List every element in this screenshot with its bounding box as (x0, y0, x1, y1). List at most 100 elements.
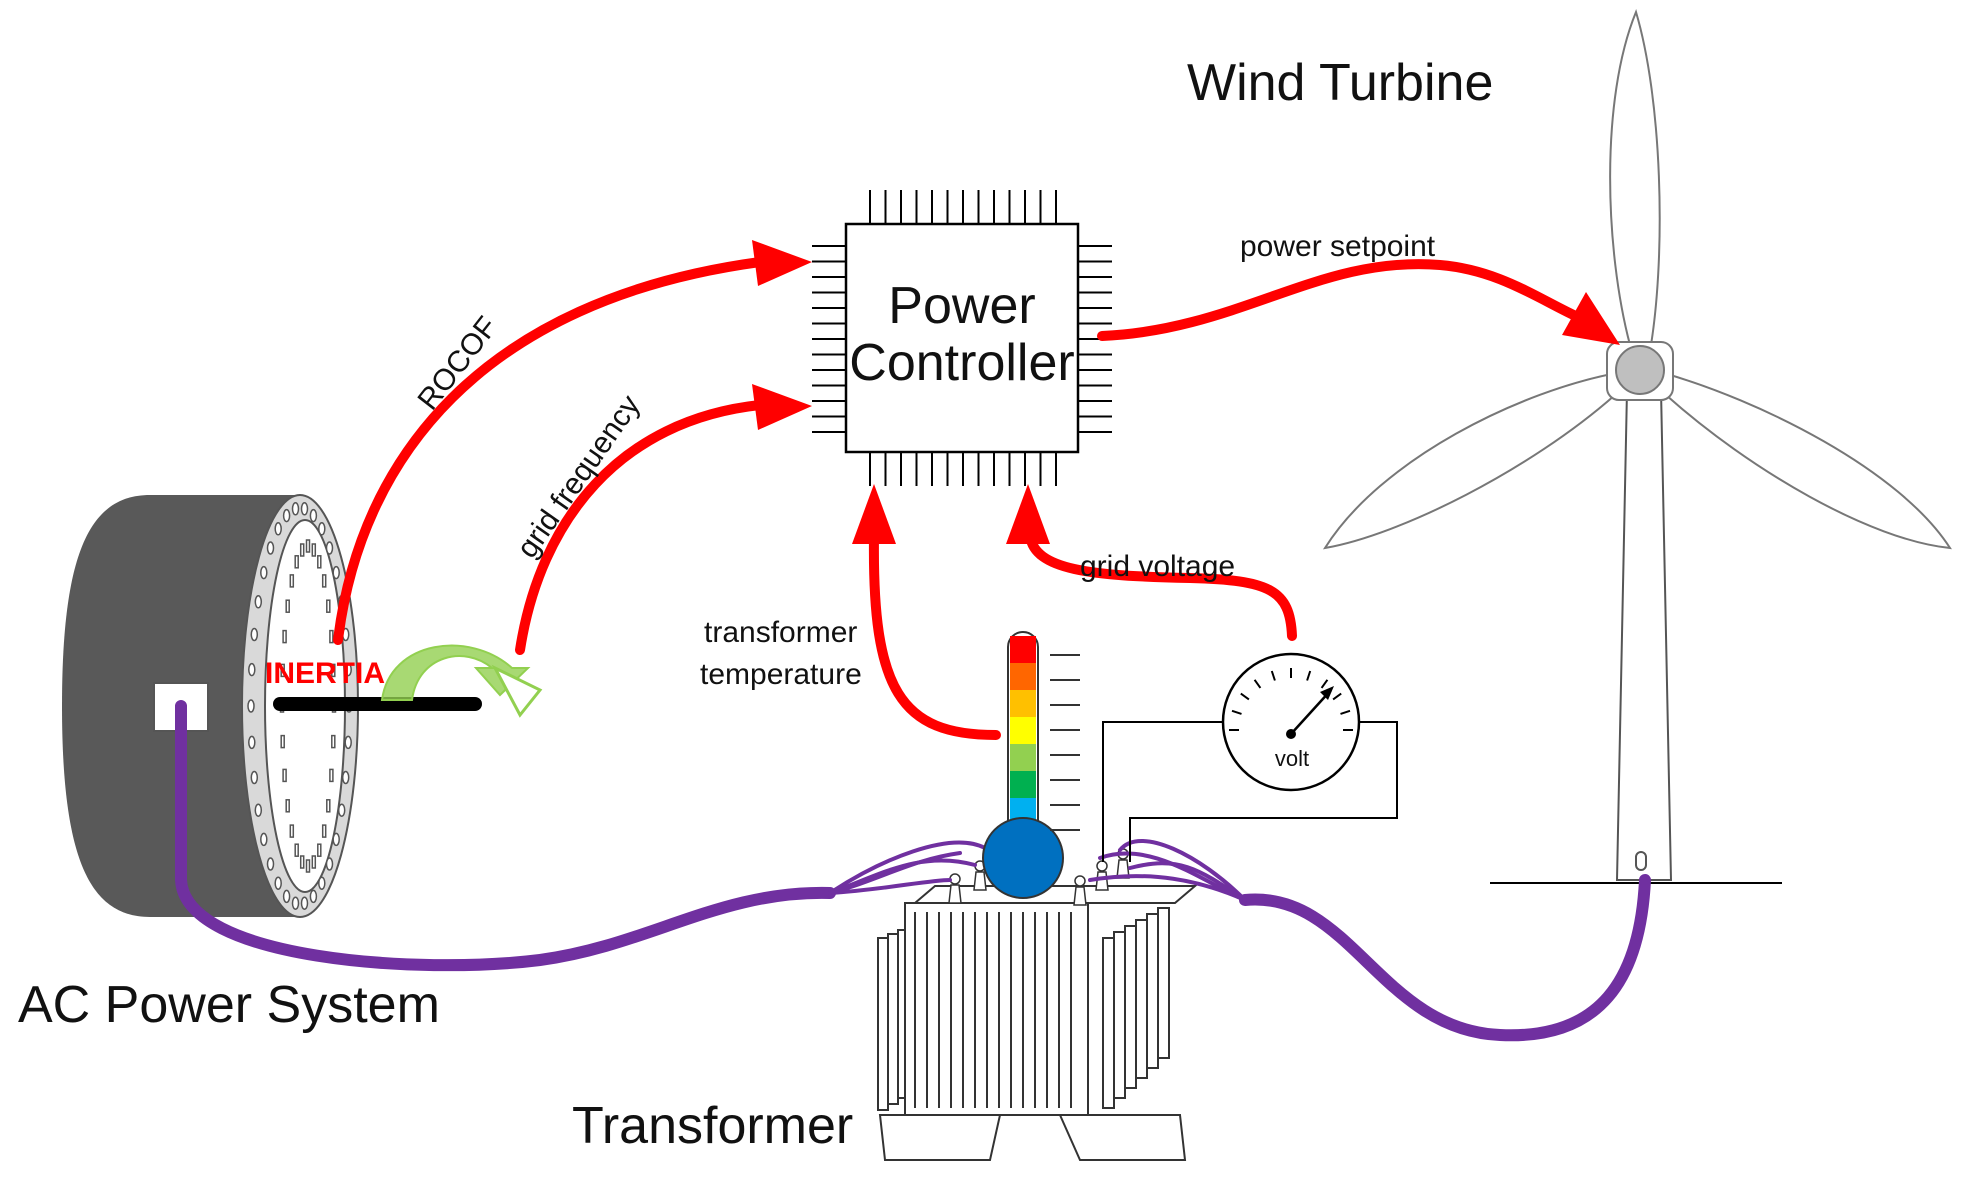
bolt-hole (344, 735, 352, 750)
voltmeter-needle-tip (1320, 686, 1334, 700)
cooling-fin (877, 937, 889, 1111)
inertia-label: INERTIA (265, 657, 385, 690)
thermo-band (1010, 717, 1036, 744)
bolt-hole (247, 699, 255, 713)
grid-frequency-label: grid frequency (511, 389, 647, 564)
bushing (1073, 886, 1087, 906)
thermometer-icon (982, 631, 1080, 899)
bolt-hole (274, 522, 282, 536)
face-slot (280, 734, 285, 749)
cable-lead-6 (1088, 874, 1247, 902)
cooling-fin (887, 933, 899, 1105)
voltmeter-dial (1221, 652, 1361, 792)
face-slot (294, 843, 299, 857)
bolt-hole (332, 565, 340, 580)
grid-frequency-arrow (515, 400, 765, 655)
signal-arrows (333, 257, 1585, 740)
bolt-hole (309, 508, 318, 523)
cooling-fin (1102, 937, 1115, 1109)
inertia-rotation-arrow (380, 644, 531, 701)
face-slot (282, 629, 287, 644)
bolt-hole (325, 857, 334, 871)
bolt-hole (260, 565, 268, 580)
volt-tick (1340, 709, 1351, 715)
bolt-hole (266, 541, 275, 555)
bushing (948, 884, 962, 904)
bolt-hole (248, 735, 256, 750)
bolt-hole (332, 832, 340, 847)
voltmeter-pivot (1286, 729, 1296, 739)
face-slot (299, 855, 305, 869)
grid-voltage-arrow (1025, 531, 1297, 641)
volt-tick (1240, 692, 1250, 701)
bolt-hole (309, 889, 318, 904)
voltmeter-wire-left (1102, 721, 1225, 862)
face-slot (311, 543, 317, 557)
grid-voltage-label: grid voltage (1080, 550, 1235, 583)
face-slot (321, 574, 327, 588)
chip-pins (812, 190, 1112, 486)
cooling-fin (1146, 913, 1159, 1069)
face-slot (294, 555, 299, 569)
face-slot (282, 768, 287, 783)
transformer-temperature-label-line2: temperature (700, 658, 862, 691)
face-slot (326, 799, 331, 813)
cooling-fin (1157, 907, 1170, 1059)
face-slot (305, 859, 311, 873)
transformer-icon (877, 848, 1198, 1161)
transformer-temperature-arrowhead (852, 484, 896, 544)
bushing-cap (1074, 875, 1086, 887)
cable-transformer-to-turbine (1239, 874, 1651, 1042)
inertia-rotation-arrow-outline (491, 664, 543, 718)
thermo-band (1010, 636, 1036, 663)
ac-power-system-label: AC Power System (18, 976, 440, 1034)
voltmeter-needle (1290, 689, 1332, 735)
bolt-hole (282, 508, 291, 523)
face-slot (329, 629, 334, 644)
rocof-arrowhead (752, 240, 812, 286)
volt-label: volt (1275, 746, 1309, 771)
thermo-band (1010, 771, 1036, 798)
transformer-temperature-arrow (868, 531, 1001, 740)
cable-lead-7 (1118, 838, 1247, 902)
bolt-hole (250, 770, 259, 785)
bolt-hole (282, 889, 291, 904)
power-cables (175, 700, 1651, 1042)
volt-tick (1253, 679, 1262, 689)
volt-tick (1332, 692, 1342, 701)
face-slot (311, 855, 317, 869)
bolt-hole (274, 876, 282, 890)
volt-tick (1231, 709, 1242, 715)
cable-generator-to-transformer (175, 700, 836, 972)
bolt-hole (266, 857, 275, 871)
rocof-arrow (333, 257, 765, 645)
voltmeter-gauge-icon (1102, 652, 1398, 862)
transformer-tank (904, 902, 1089, 1116)
turbine-blade-top (1609, 8, 1661, 346)
volt-tick (1320, 679, 1329, 689)
cooling-fin (1124, 925, 1137, 1089)
turbine-blade-right (1658, 370, 1952, 550)
bolt-hole (337, 803, 346, 817)
wind-turbine-icon (1322, 8, 1952, 884)
turbine-tower (1615, 389, 1673, 881)
face-slot (289, 574, 295, 588)
thermo-band (1010, 663, 1036, 690)
bolt-hole (291, 502, 300, 516)
thermometer-bulb (982, 817, 1064, 899)
cable-lead-3 (828, 878, 952, 895)
face-slot (285, 599, 290, 613)
thermometer-bands (1010, 636, 1036, 825)
bushing-cap (1096, 860, 1108, 872)
bolt-hole (341, 770, 350, 785)
generator-bolt-holes (247, 502, 353, 910)
turbine-blade-left (1322, 370, 1624, 550)
cable-lead-4 (828, 840, 987, 895)
voltmeter-wire-right (1129, 721, 1398, 862)
face-slot (299, 543, 305, 557)
power-setpoint-label: power setpoint (1240, 230, 1436, 263)
bolt-hole (325, 541, 334, 555)
volt-tick (1270, 670, 1276, 681)
face-slot (326, 599, 331, 613)
